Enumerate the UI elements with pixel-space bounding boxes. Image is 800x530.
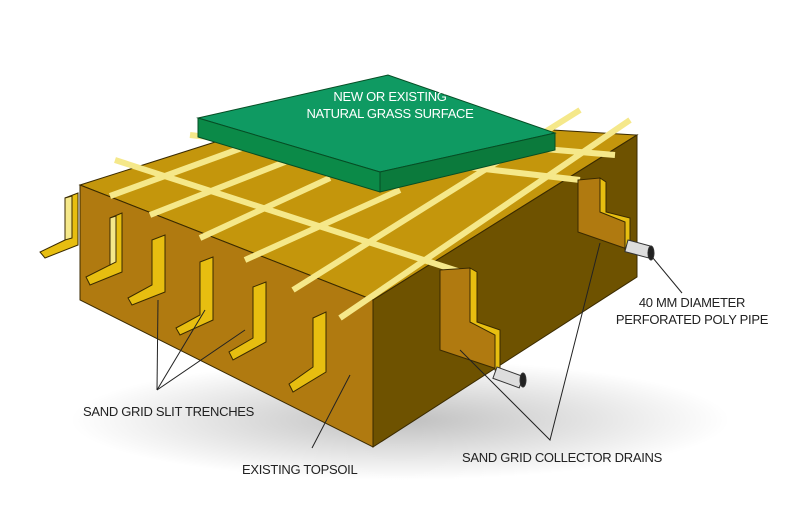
slit-trench-fin: [85, 212, 123, 286]
pipe-label-line1: 40 MM DIAMETER: [638, 295, 746, 310]
slit-trenches-label: SAND GRID SLIT TRENCHES: [83, 404, 255, 419]
pipe-rear: [624, 239, 655, 261]
topsoil-label: EXISTING TOPSOIL: [242, 462, 358, 477]
slit-trench-fin: [39, 192, 79, 259]
collector-drains-label: SAND GRID COLLECTOR DRAINS: [462, 450, 662, 465]
leader-lines: [156, 242, 683, 449]
pipe-label-line2: PERFORATED POLY PIPE: [615, 312, 769, 327]
natural-grass-surface-slab: [196, 74, 557, 193]
slit-trench-fin: [288, 311, 327, 393]
grass-label-line1: NEW OR EXISTING: [333, 89, 447, 104]
slit-trench-fin: [175, 256, 214, 336]
grass-label-line2: NATURAL GRASS SURFACE: [306, 106, 474, 121]
grass-side-face: [379, 132, 556, 193]
pipe-front: [492, 366, 527, 389]
grass-surface-label: NEW OR EXISTING NATURAL GRASS SURFACE: [300, 88, 480, 122]
topsoil-side-face: [372, 134, 638, 448]
slit-trench-fin: [228, 281, 267, 361]
poly-pipe-label: 40 MM DIAMETER PERFORATED POLY PIPE: [612, 294, 772, 328]
perforated-poly-pipes: [492, 239, 655, 389]
collector-drains: [439, 177, 631, 371]
slit-trench-fin: [127, 234, 166, 306]
slit-trench-fins: [39, 192, 327, 393]
